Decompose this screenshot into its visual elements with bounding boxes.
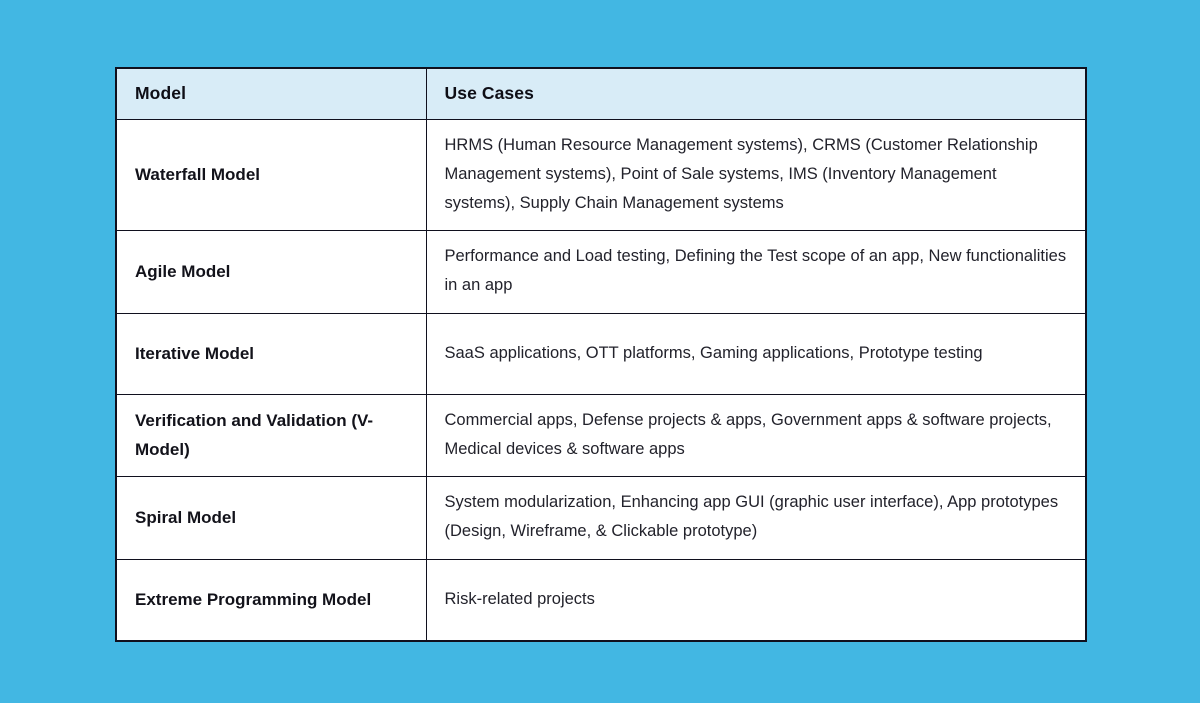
column-header-use-cases: Use Cases xyxy=(425,67,1087,120)
use-cases-cell: Performance and Load testing, Defining t… xyxy=(425,229,1087,314)
table-header-row: Model Use Cases xyxy=(115,67,1087,120)
column-header-model: Model xyxy=(115,67,427,120)
model-cell: Agile Model xyxy=(115,229,427,314)
model-cell: Extreme Programming Model xyxy=(115,558,427,642)
model-cell: Waterfall Model xyxy=(115,118,427,231)
use-cases-cell: Risk-related projects xyxy=(425,558,1087,642)
table-row: Verification and Validation (V-Model)Com… xyxy=(115,393,1087,477)
use-cases-cell: HRMS (Human Resource Management systems)… xyxy=(425,118,1087,231)
use-cases-cell: System modularization, Enhancing app GUI… xyxy=(425,475,1087,560)
model-cell: Iterative Model xyxy=(115,312,427,395)
model-cell: Verification and Validation (V-Model) xyxy=(115,393,427,477)
table-header: Model Use Cases xyxy=(115,67,1087,120)
use-cases-cell: SaaS applications, OTT platforms, Gaming… xyxy=(425,312,1087,395)
model-cell: Spiral Model xyxy=(115,475,427,560)
use-cases-cell: Commercial apps, Defense projects & apps… xyxy=(425,393,1087,477)
